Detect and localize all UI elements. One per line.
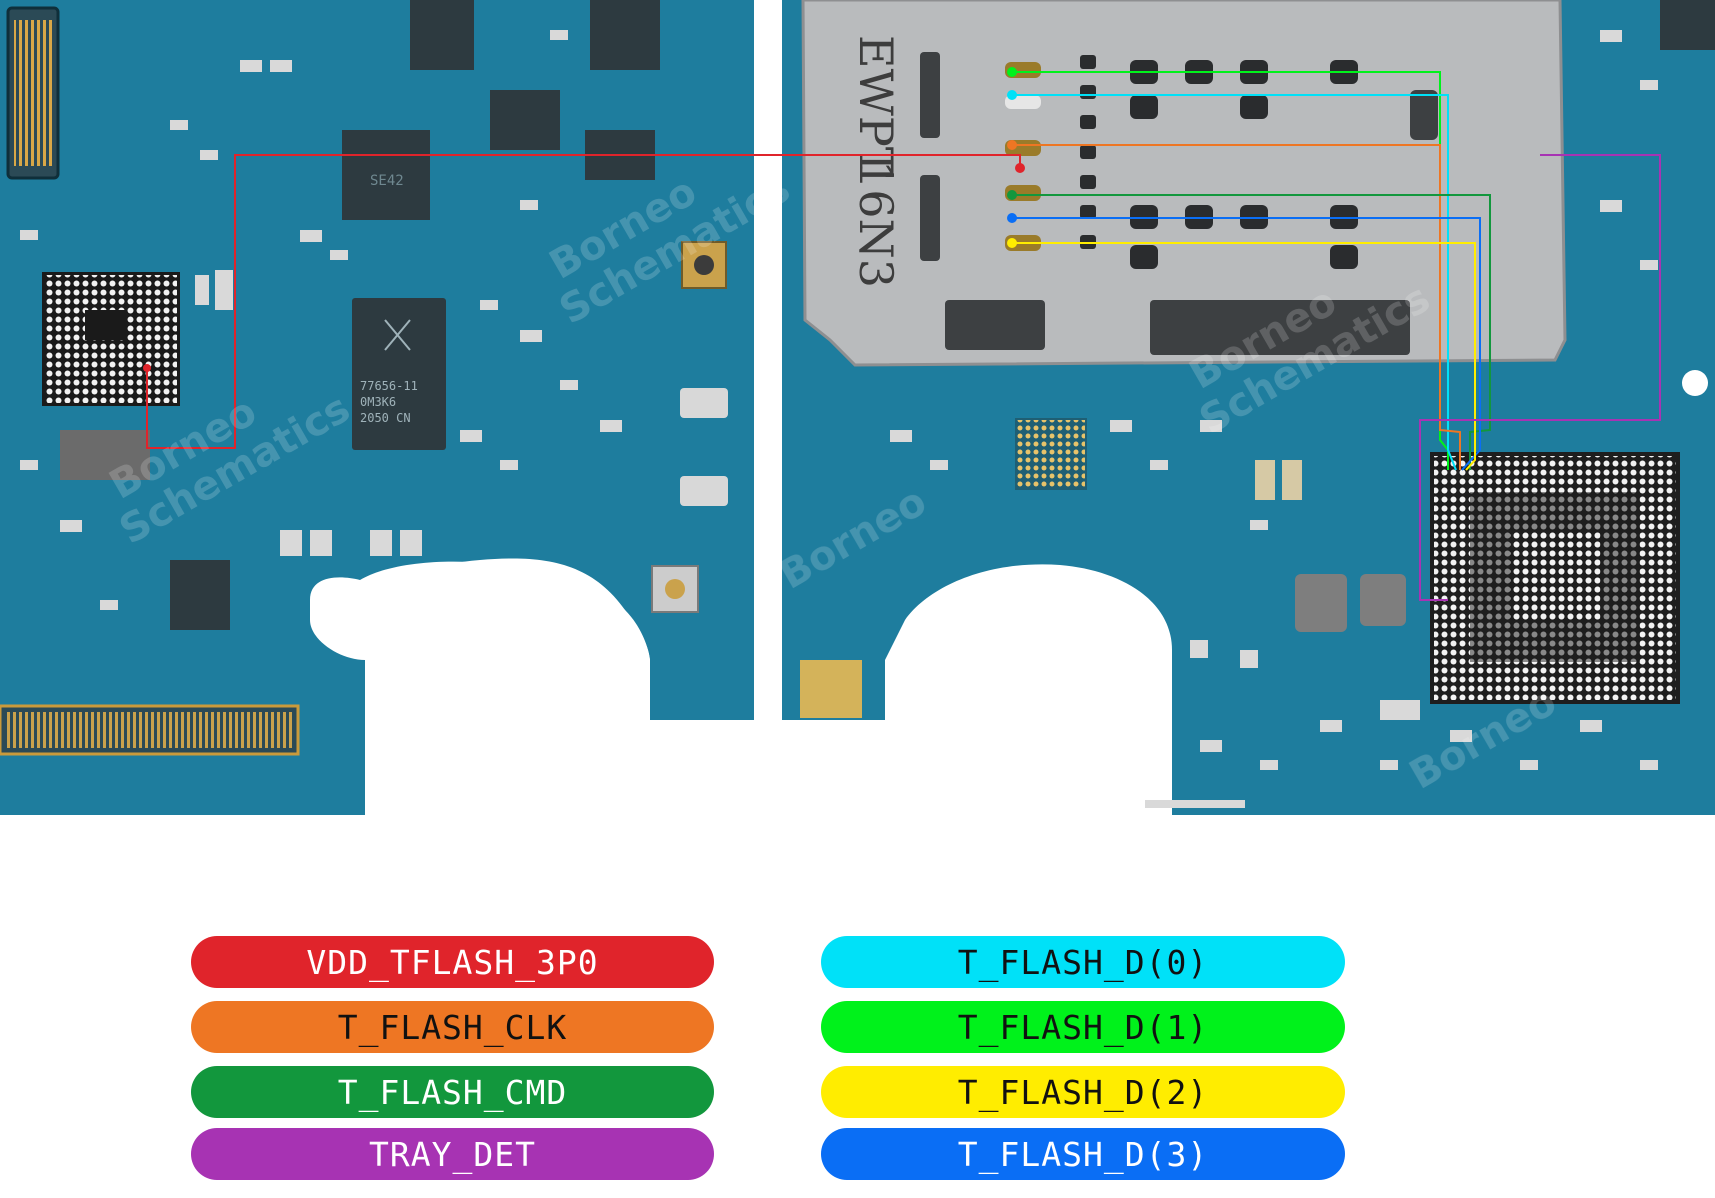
chip-top-right <box>590 0 660 70</box>
pa-chip-line-3: 2050 CN <box>360 411 411 425</box>
legend-tray-det-label: TRAY_DET <box>369 1134 536 1174</box>
trace-t-flash-d0 <box>1012 94 1457 471</box>
pa-chip-line-2: 0M3K6 <box>360 395 396 409</box>
trace-t-flash-d1 <box>1012 71 1449 470</box>
chip-mid-right <box>490 90 560 150</box>
inductor-1 <box>1295 574 1347 632</box>
legend-t-flash-d0: T_FLASH_D(0) <box>821 936 1345 988</box>
trace-vdd-tflash <box>146 154 1021 449</box>
chip-se42 <box>342 130 430 220</box>
pa-chip <box>352 298 446 450</box>
chip-top-mid <box>410 0 474 70</box>
legend-t-flash-d2-label: T_FLASH_D(2) <box>957 1072 1209 1112</box>
legend-t-flash-d0-label: T_FLASH_D(0) <box>957 942 1209 982</box>
chip-lower-left <box>170 560 230 630</box>
sim-tray-marking-2: 16N3 <box>849 160 903 288</box>
trace-t-flash-cmd <box>1012 194 1491 470</box>
pa-chip-line-1: 77656-11 <box>360 379 418 393</box>
legend-t-flash-d3: T_FLASH_D(3) <box>821 1128 1345 1180</box>
legend-t-flash-clk-label: T_FLASH_CLK <box>337 1007 568 1047</box>
legend-vdd-tflash: VDD_TFLASH_3P0 <box>191 936 714 988</box>
trace-t-flash-d3 <box>1012 217 1481 471</box>
legend-vdd-tflash-label: VDD_TFLASH_3P0 <box>306 942 599 982</box>
left-board: 77656-11 0M3K6 2050 CN SE42 <box>0 0 754 815</box>
legend-t-flash-d3-label: T_FLASH_D(3) <box>957 1134 1209 1174</box>
legend-t-flash-clk: T_FLASH_CLK <box>191 1001 714 1053</box>
trace-t-flash-d2 <box>1012 242 1476 471</box>
sim-tray-marking-1: EWPT <box>849 35 903 178</box>
sim-card-tray <box>801 0 1567 367</box>
signal-traces <box>143 67 1661 601</box>
pcb-board-view: 77656-11 0M3K6 2050 CN SE42 <box>0 0 1715 815</box>
antenna-pad <box>800 660 862 718</box>
chip-se42-label: SE42 <box>370 173 404 189</box>
left-cutout <box>310 561 650 720</box>
legend-t-flash-cmd: T_FLASH_CMD <box>191 1066 714 1118</box>
legend-tray-det: TRAY_DET <box>191 1128 714 1180</box>
legend-t-flash-d2: T_FLASH_D(2) <box>821 1066 1345 1118</box>
trace-tray-det <box>1419 154 1661 601</box>
inductor-2 <box>1360 574 1406 626</box>
legend-t-flash-d1-label: T_FLASH_D(1) <box>957 1007 1209 1047</box>
legend-t-flash-cmd-label: T_FLASH_CMD <box>337 1072 568 1112</box>
trace-t-flash-clk <box>1012 144 1461 470</box>
legend-t-flash-d1: T_FLASH_D(1) <box>821 1001 1345 1053</box>
right-board: EWPT 16N3 <box>782 0 1715 815</box>
